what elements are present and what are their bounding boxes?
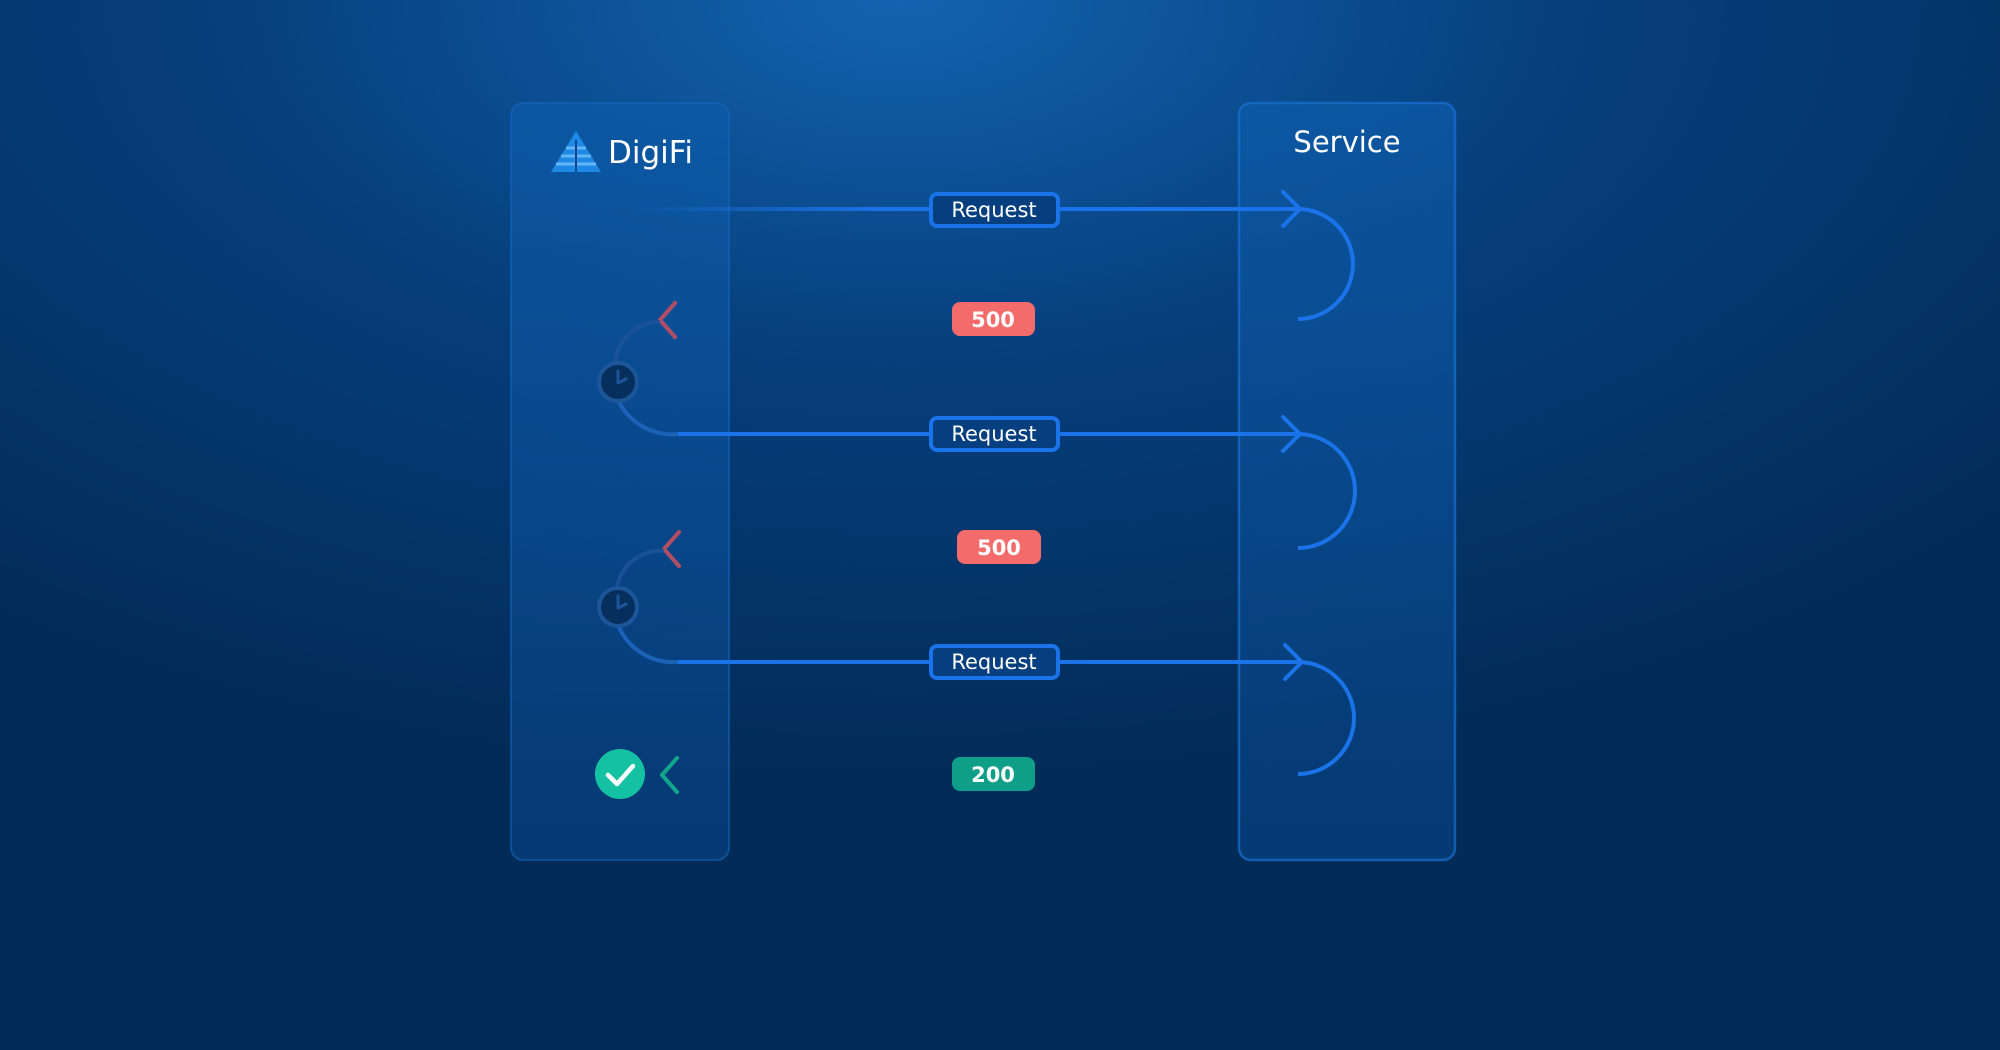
clock-icon	[597, 586, 639, 628]
request-arrow-3	[678, 643, 1356, 776]
svg-text:200: 200	[971, 763, 1015, 787]
request-label-2: Request	[929, 416, 1060, 452]
svg-text:Request: Request	[951, 650, 1036, 674]
svg-text:500: 500	[977, 536, 1021, 560]
request-label-1: Request	[929, 192, 1060, 228]
check-circle-icon	[595, 749, 645, 799]
svg-text:Request: Request	[951, 198, 1036, 222]
brand-name: DigiFi	[608, 135, 693, 171]
request-label-3: Request	[929, 644, 1060, 680]
error-badge-1: 500	[952, 302, 1035, 336]
success-badge: 200	[952, 757, 1035, 791]
service-title: Service	[1293, 125, 1400, 159]
svg-text:500: 500	[971, 308, 1015, 332]
digifi-column	[510, 102, 730, 861]
clock-icon	[597, 361, 639, 403]
request-arrow-2	[678, 415, 1357, 550]
request-arrow-1	[630, 190, 1355, 321]
error-badge-2: 500	[957, 530, 1041, 564]
svg-text:Request: Request	[951, 422, 1036, 446]
digifi-triangle-logo-icon	[551, 131, 601, 172]
